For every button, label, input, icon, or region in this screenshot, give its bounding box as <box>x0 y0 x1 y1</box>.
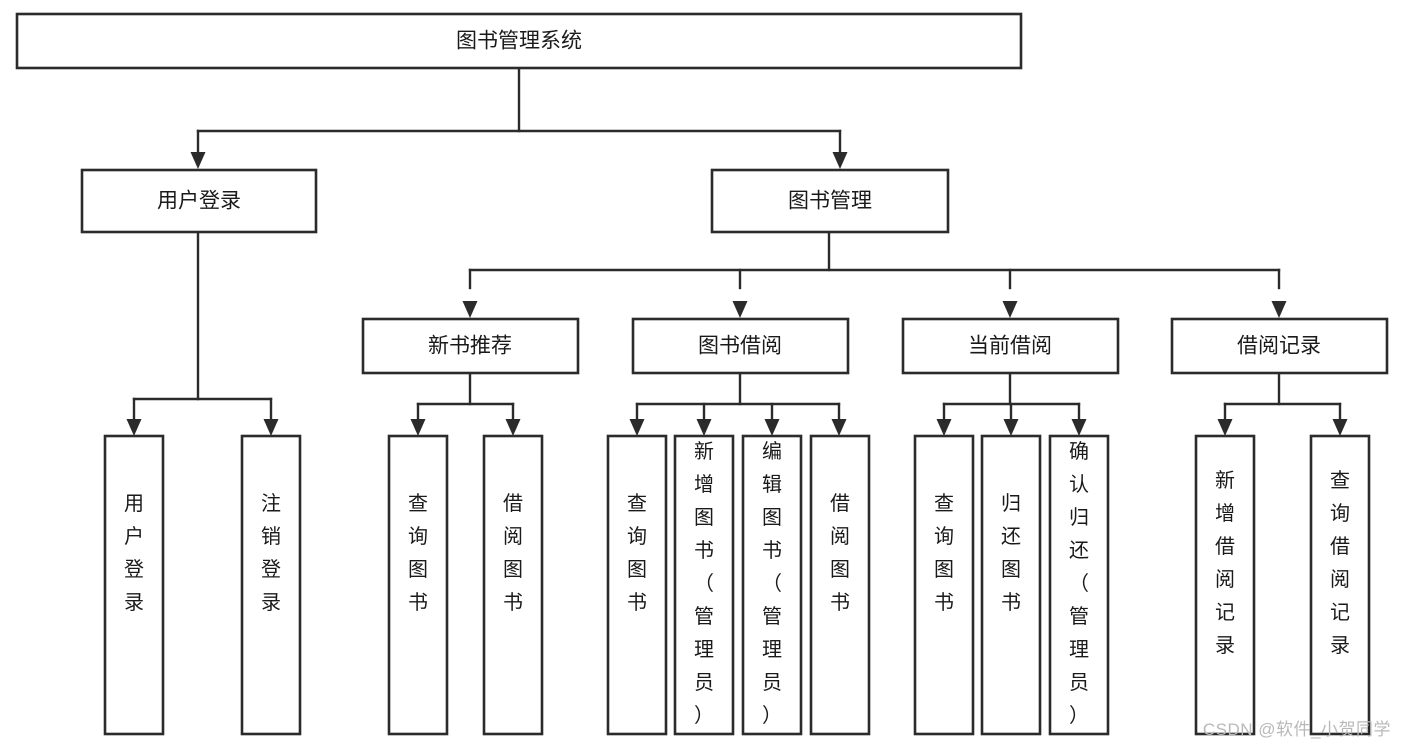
leaf-bookborrow-edit-book-admin[interactable]: 编辑图书（管理员） <box>741 434 803 736</box>
leaf-label-currentborrow-return-book: 归还图书 <box>1001 492 1021 614</box>
leaf-bookborrow-add-book-admin[interactable]: 新增图书（管理员） <box>673 434 735 736</box>
leaf-label-user-login-logout: 注销登录 <box>261 492 281 614</box>
node-label-current-borrow: 当前借阅 <box>968 335 1052 358</box>
leaf-label-bookborrow-add-book-admin: 新增图书（管理员） <box>694 440 714 727</box>
leaf-label-bookborrow-query-book: 查询图书 <box>627 492 647 614</box>
node-label-new-book-recommend: 新书推荐 <box>428 335 512 358</box>
leaf-borrowrecord-query-record[interactable]: 查询借阅记录 <box>1309 434 1371 736</box>
leaf-user-login-login[interactable]: 用户登录 <box>103 434 165 736</box>
csdn-watermark: CSDN @软件_小贺同学 <box>1202 720 1391 739</box>
leaf-label-newbook-borrow-book: 借阅图书 <box>503 492 523 614</box>
connector-root-to-level2 <box>190 67 848 169</box>
node-borrow-record[interactable]: 借阅记录 <box>1170 317 1389 375</box>
node-user-login[interactable]: 用户登录 <box>80 168 318 234</box>
leaf-newbook-borrow-book[interactable]: 借阅图书 <box>482 434 544 736</box>
connector-newbook-to-leaves <box>410 371 521 436</box>
node-new-book-recommend[interactable]: 新书推荐 <box>361 317 580 375</box>
leaf-label-bookborrow-borrow-book: 借阅图书 <box>830 492 850 614</box>
connector-userlogin-to-leaves <box>126 231 279 436</box>
connector-borrowrecord-to-leaves <box>1217 371 1348 436</box>
leaf-label-borrowrecord-query-record: 查询借阅记录 <box>1330 469 1350 657</box>
leaf-currentborrow-return-book[interactable]: 归还图书 <box>980 434 1042 736</box>
leaf-user-login-logout[interactable]: 注销登录 <box>240 434 302 736</box>
leaf-label-user-login-login: 用户登录 <box>124 493 144 614</box>
node-current-borrow[interactable]: 当前借阅 <box>901 317 1120 375</box>
leaf-label-currentborrow-confirm-return-admin: 确认归还（管理员） <box>1069 440 1089 727</box>
node-label-user-login: 用户登录 <box>157 190 241 213</box>
leaf-bookborrow-query-book[interactable]: 查询图书 <box>606 434 668 736</box>
leaf-label-borrowrecord-add-record: 新增借阅记录 <box>1215 469 1235 657</box>
leaf-newbook-query-book[interactable]: 查询图书 <box>387 434 449 736</box>
node-book-management[interactable]: 图书管理 <box>710 168 950 234</box>
leaf-currentborrow-query-book[interactable]: 查询图书 <box>913 434 975 736</box>
leaf-currentborrow-confirm-return-admin[interactable]: 确认归还（管理员） <box>1048 434 1110 736</box>
node-label-root: 图书管理系统 <box>456 30 582 53</box>
leaf-borrowrecord-add-record[interactable]: 新增借阅记录 <box>1194 434 1256 736</box>
node-root-book-management-system[interactable]: 图书管理系统 <box>15 12 1023 70</box>
leaf-label-newbook-query-book: 查询图书 <box>408 492 428 614</box>
connector-bookborrow-to-leaves <box>629 371 847 436</box>
node-label-borrow-record: 借阅记录 <box>1237 335 1321 358</box>
node-book-borrow[interactable]: 图书借阅 <box>631 317 850 375</box>
node-label-book-borrow: 图书借阅 <box>698 335 782 358</box>
leaf-label-bookborrow-edit-book-admin: 编辑图书（管理员） <box>762 440 782 727</box>
connector-currentborrow-to-leaves <box>936 371 1087 436</box>
node-label-book-management: 图书管理 <box>788 190 872 213</box>
connector-bookmgmt-to-level3 <box>462 231 1287 318</box>
leaf-label-currentborrow-query-book: 查询图书 <box>934 492 954 614</box>
leaf-bookborrow-borrow-book[interactable]: 借阅图书 <box>809 434 871 736</box>
